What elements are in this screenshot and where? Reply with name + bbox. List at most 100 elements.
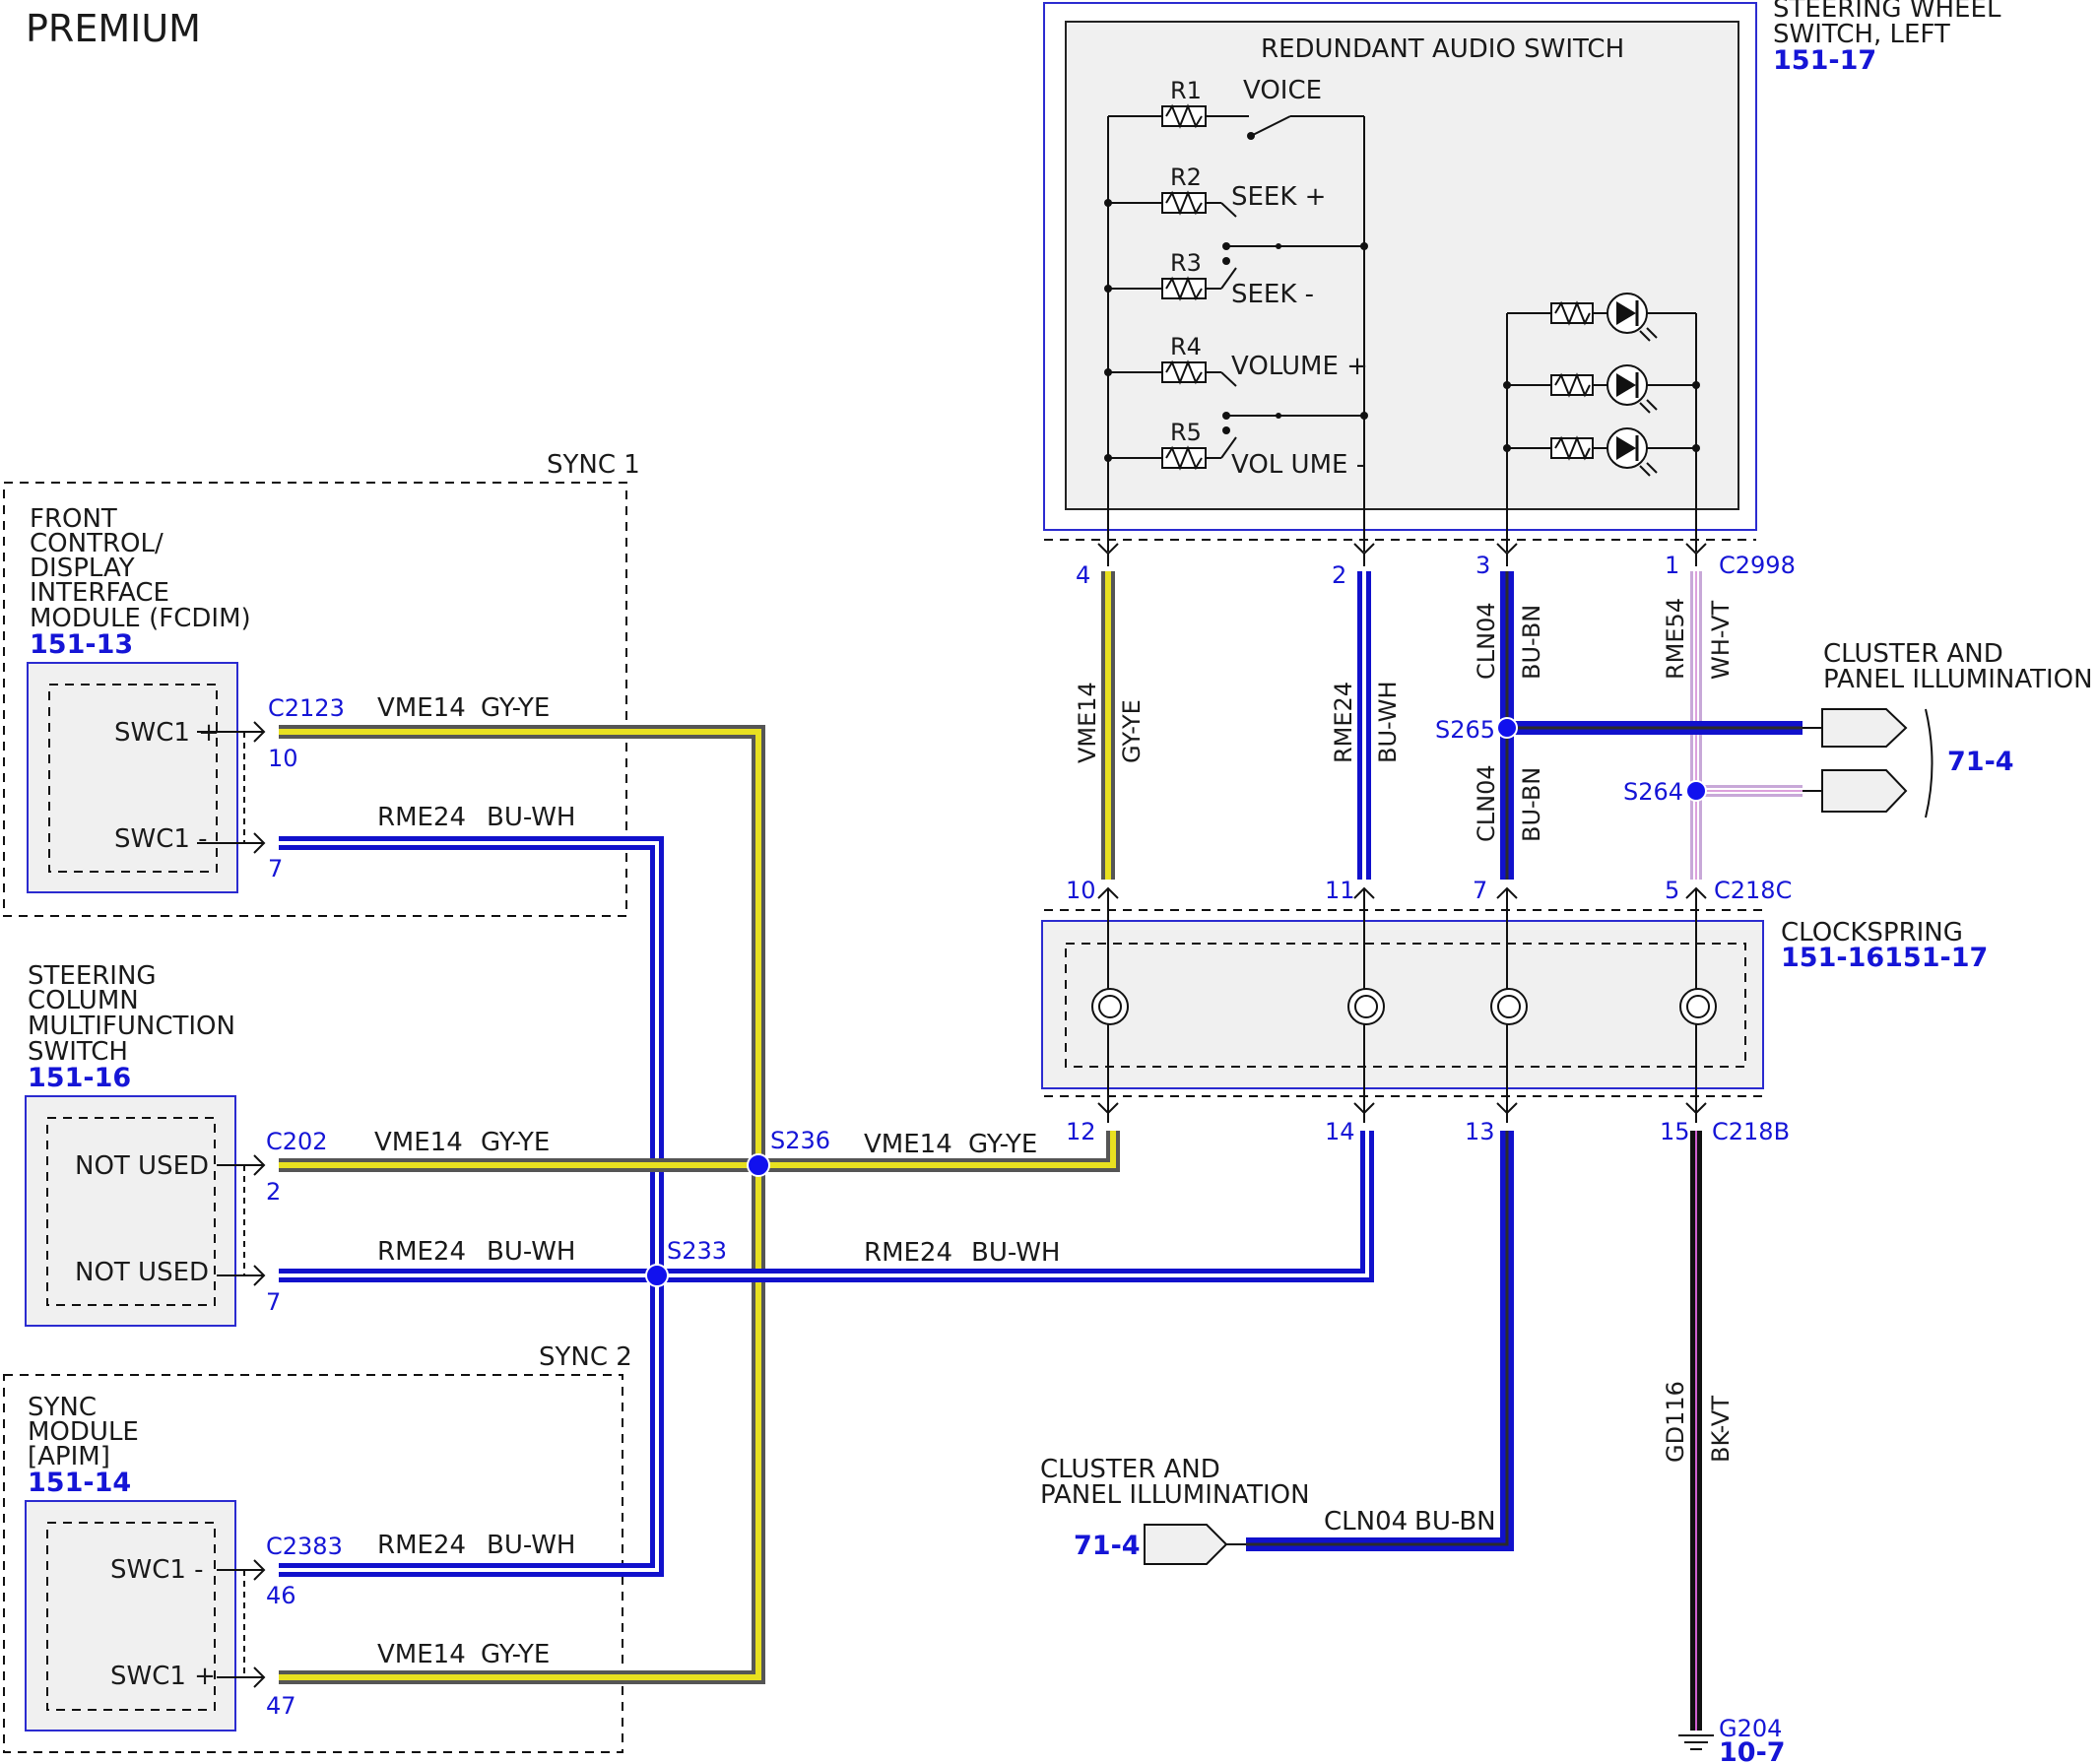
c2998-pin-3: 3 <box>1475 552 1490 579</box>
cpi-bottom-name-1: CLUSTER AND <box>1040 1455 1220 1484</box>
bubn-lower-color: BU-BN <box>1414 1507 1496 1536</box>
rme24-upper-label: RME24 <box>1330 682 1357 763</box>
ras-name: REDUNDANT AUDIO SWITCH <box>1261 34 1624 64</box>
coil-2-icon <box>1347 988 1385 1025</box>
vme14-c2123-circuit: VME14 <box>377 693 466 723</box>
c218b-pin-14: 14 <box>1325 1118 1355 1145</box>
seek-plus-label: SEEK + <box>1231 182 1326 212</box>
fcdim-name-4: INTERFACE <box>30 578 169 608</box>
fcdim-name-3: DISPLAY <box>30 554 135 583</box>
vme14-c202-color: GY-YE <box>481 1128 550 1157</box>
fcdim-pin-swc1-minus: SWC1 - <box>114 824 208 854</box>
c218b-pin-12: 12 <box>1066 1118 1096 1145</box>
wire-gd116: GD116 BK-VT <box>1662 1131 1735 1731</box>
c218b-pin-13: 13 <box>1465 1118 1495 1145</box>
clockspring-ref: 151-16151-17 <box>1781 943 1988 973</box>
wire-rme24-c2123: RME24 BU-WH RME24 BU-WH <box>279 803 664 1577</box>
r3-label: R3 <box>1170 249 1202 277</box>
wire-vme14-c2123: VME14 GY-YE VME14 GY-YE <box>279 693 765 1684</box>
rme54-label: RME54 <box>1662 598 1689 680</box>
bubn-upper-label: BU-BN <box>1518 605 1545 680</box>
cpi-top-name-2: PANEL ILLUMINATION <box>1823 665 2093 694</box>
bkvt-label: BK-VT <box>1707 1396 1735 1463</box>
s264-label: S264 <box>1623 778 1683 806</box>
splice-s233: S233 <box>645 1237 727 1287</box>
sync2-label: SYNC 2 <box>539 1342 632 1372</box>
cln04-upper-label: CLN04 <box>1473 602 1500 680</box>
steering-wheel-switch-left: STEERING WHEEL SWITCH, LEFT 151-17 REDUN… <box>1043 0 2001 552</box>
apim-name-1: SYNC <box>28 1393 97 1422</box>
volume-plus-label: VOLUME + <box>1231 352 1368 381</box>
s233-label: S233 <box>667 1237 727 1265</box>
cluster-connector-3-icon <box>1144 1524 1228 1565</box>
scms-name-1: STEERING <box>28 961 157 991</box>
c218c-pin-10: 10 <box>1066 877 1096 904</box>
clockspring: CLOCKSPRING 151-16151-17 <box>1041 916 1988 1113</box>
c218b-label: C218B <box>1712 1118 1790 1145</box>
illumination-leds <box>1503 293 1700 552</box>
gd116-label: GD116 <box>1662 1381 1689 1463</box>
ground-icon <box>1678 1734 1714 1750</box>
volume-minus-label: VOL UME - <box>1231 450 1365 480</box>
switch-row-3: R3 SEEK - <box>1104 249 1314 309</box>
vme14-s236-color: GY-YE <box>968 1130 1037 1159</box>
coil-1-icon <box>1091 988 1129 1025</box>
g204-label: G204 <box>1719 1715 1782 1742</box>
connector-c218b: 12 14 13 15 C218B <box>1044 1095 1790 1145</box>
c202-pin-2: 2 <box>266 1178 281 1206</box>
s236-label: S236 <box>770 1127 830 1154</box>
rme24-c2383-color: BU-WH <box>487 1531 575 1560</box>
wire-rme24-c202: RME24 BU-WH RME24 BU-WH <box>279 1131 1374 1282</box>
rme24-s233-circuit: RME24 <box>864 1238 952 1268</box>
splice-s265: S265 <box>1435 708 1908 748</box>
vme14-c2383-circuit: VME14 <box>377 1640 466 1669</box>
apim-name-3: [APIM] <box>28 1442 110 1471</box>
c2383-label: C2383 <box>266 1533 343 1560</box>
cpi-top-name-1: CLUSTER AND <box>1823 639 2003 669</box>
c218c-label: C218C <box>1714 877 1792 904</box>
r1-label: R1 <box>1170 77 1202 104</box>
connector-c2998: 4 2 3 1 C2998 <box>1044 539 1796 589</box>
apim-pin-swc1-minus: SWC1 - <box>110 1555 204 1585</box>
c2998-pin-2: 2 <box>1332 561 1346 589</box>
cpi-bottom-name-2: PANEL ILLUMINATION <box>1040 1480 1310 1510</box>
led-row-2 <box>1503 364 1700 414</box>
rme24-c2383-circuit: RME24 <box>377 1531 466 1560</box>
c202-pin-7: 7 <box>266 1288 281 1316</box>
wire-rme24-upper: RME24 BU-WH <box>1330 571 1402 880</box>
cln04-lower-circuit: CLN04 <box>1324 1507 1408 1536</box>
rme24-c202-circuit: RME24 <box>377 1237 466 1267</box>
swsl-name-2: SWITCH, LEFT <box>1773 20 1950 49</box>
c218c-pin-7: 7 <box>1473 877 1487 904</box>
apim-ref: 151-14 <box>28 1468 131 1498</box>
wire-vme14-c202: VME14 GY-YE VME14 GY-YE <box>279 1128 1120 1172</box>
switch-row-4: R4 VOLUME + <box>1104 333 1368 420</box>
ground-g204: G204 10-7 <box>1678 1715 1786 1764</box>
c2998-label: C2998 <box>1719 552 1796 579</box>
wire-vme14-upper: VME14 GY-YE <box>1074 571 1146 880</box>
led-row-1 <box>1507 293 1696 342</box>
coil-3-icon <box>1490 988 1528 1025</box>
c218c-pin-11: 11 <box>1325 877 1355 904</box>
cluster-connector-2-icon <box>1821 769 1908 813</box>
rme24-s233-color: BU-WH <box>971 1238 1060 1268</box>
splice-s264: S264 <box>1623 769 1908 813</box>
switch-row-2: R2 SEEK + <box>1104 163 1368 250</box>
scms-pin-a: NOT USED <box>75 1151 209 1181</box>
g204-ref: 10-7 <box>1719 1737 1786 1764</box>
swsl-ref: 151-17 <box>1773 45 1876 76</box>
buwh-upper-label: BU-WH <box>1374 682 1402 764</box>
sync1-group: SYNC 1 FRONT CONTROL/ DISPLAY INTERFACE … <box>3 450 640 917</box>
sync2-group: SYNC 2 SYNC MODULE [APIM] 151-14 SWC1 - … <box>3 1342 632 1753</box>
connector-c218c: 10 11 7 5 C218C <box>1044 877 1792 916</box>
coil-4-icon <box>1679 988 1717 1025</box>
sync1-label: SYNC 1 <box>547 450 640 480</box>
c2123-label: C2123 <box>268 694 345 722</box>
fcdim-name-5: MODULE (FCDIM) <box>30 604 251 633</box>
voice-label: VOICE <box>1243 76 1322 105</box>
c2998-pin-4: 4 <box>1076 561 1090 589</box>
bubn-lower-label: BU-BN <box>1518 767 1545 842</box>
apim-pin-swc1-plus: SWC1 + <box>110 1662 216 1691</box>
whvt-label: WH-VT <box>1707 601 1735 680</box>
